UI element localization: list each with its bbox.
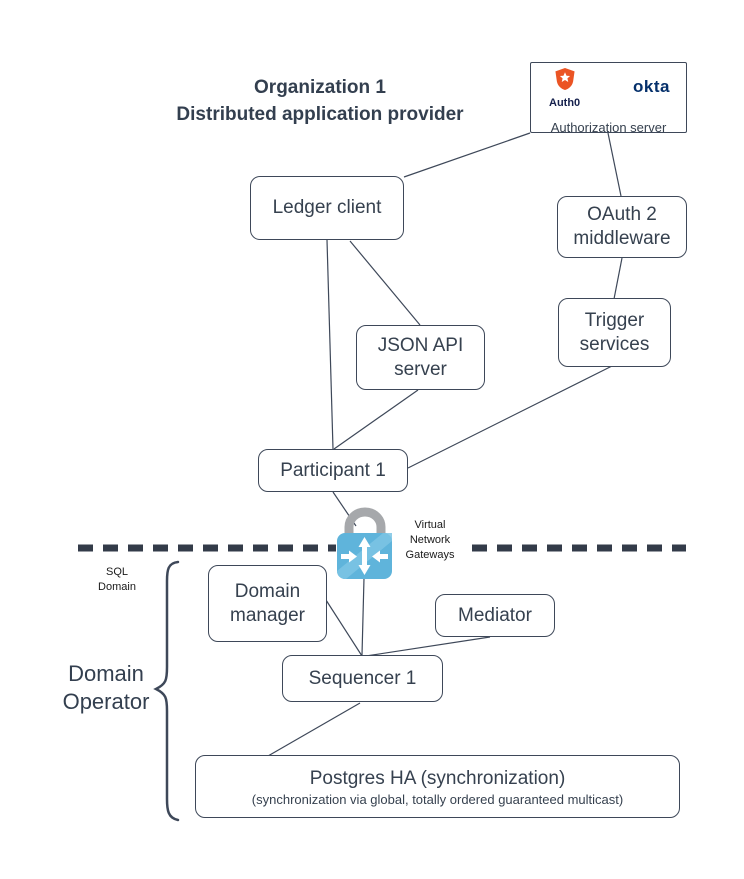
oauth2-middleware-label: OAuth 2 middleware <box>573 204 671 249</box>
auth0-logo: Auth0 <box>549 68 580 115</box>
node-trigger-services: Trigger services <box>558 298 671 367</box>
virtual-network-gateway-icon <box>330 505 400 583</box>
node-authorization-server: Auth0 okta Authorization server <box>530 62 687 135</box>
postgres-ha-sublabel: (synchronization via global, totally ord… <box>251 791 624 807</box>
edge-trigger-participant <box>407 365 613 469</box>
node-sequencer-1: Sequencer 1 <box>282 655 443 702</box>
node-ledger-client: Ledger client <box>250 176 404 240</box>
edge-auth-ledger <box>403 132 531 178</box>
domain-operator-brace <box>153 560 180 822</box>
node-mediator: Mediator <box>435 594 555 637</box>
sql-domain-label: SQL Domain <box>98 566 136 593</box>
mediator-label: Mediator <box>458 604 532 626</box>
auth-logos-row: Auth0 okta <box>531 63 686 115</box>
node-domain-manager: Domain manager <box>208 565 327 642</box>
authorization-server-label: Authorization server <box>550 120 667 135</box>
trigger-services-label: Trigger services <box>579 309 650 355</box>
domain-manager-label: Domain manager <box>230 580 305 626</box>
edge-domainmgr-sequencer <box>325 599 363 657</box>
lock-shackle-icon <box>344 507 386 535</box>
edge-auth-oauth2 <box>607 132 622 197</box>
domain-operator-label: Domain Operator <box>62 661 150 714</box>
node-participant-1: Participant 1 <box>258 449 408 492</box>
edge-mediator-sequencer <box>365 636 491 657</box>
auth0-wordmark: Auth0 <box>549 97 581 109</box>
diagram-title: Organization 1 Distributed application p… <box>142 74 498 128</box>
json-api-server-label: JSON API server <box>377 334 464 380</box>
node-json-api-server: JSON API server <box>356 325 485 390</box>
edge-jsonapi-participant <box>333 389 419 450</box>
sequencer-1-label: Sequencer 1 <box>308 667 417 689</box>
edge-oauth2-trigger <box>613 257 623 300</box>
title-line-2: Distributed application provider <box>176 104 464 125</box>
gateway-arrows-icon <box>341 537 388 575</box>
ledger-client-label: Ledger client <box>272 197 382 218</box>
okta-wordmark: okta <box>633 77 670 96</box>
postgres-ha-label: Postgres HA (synchronization) <box>309 767 566 789</box>
edge-gateway-sequencer <box>361 577 365 656</box>
title-line-1: Organization 1 <box>254 77 386 98</box>
virtual-network-gateways-label: Virtual Network Gateways <box>405 519 455 561</box>
node-postgres-ha: Postgres HA (synchronization) (synchroni… <box>195 755 680 818</box>
edge-ledger-participant <box>326 239 334 450</box>
participant-1-label: Participant 1 <box>280 459 386 481</box>
auth0-shield-icon <box>555 68 575 90</box>
edge-sequencer-postgres <box>267 702 361 757</box>
node-oauth2-middleware: OAuth 2 middleware <box>557 196 687 258</box>
edge-ledger-jsonapi <box>349 240 421 326</box>
